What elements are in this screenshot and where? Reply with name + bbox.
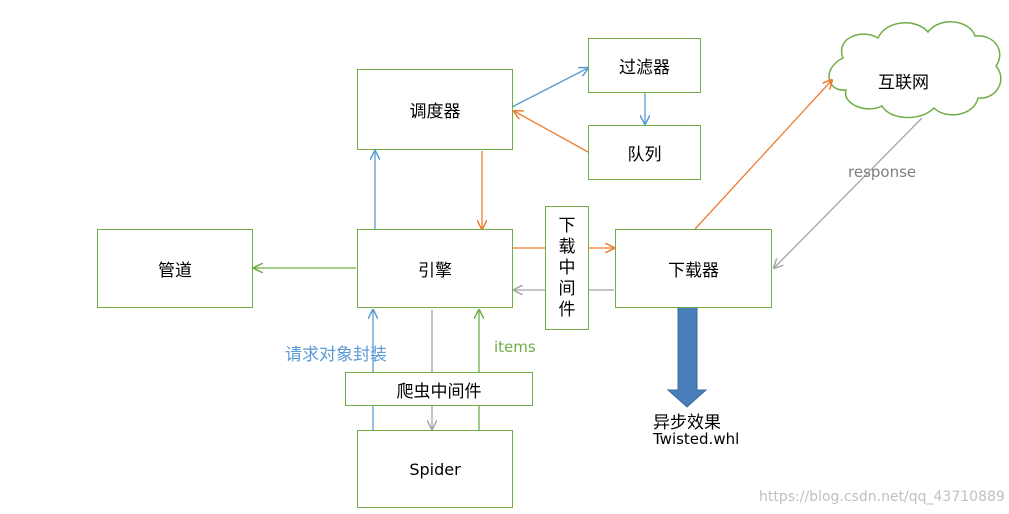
response-label: response <box>848 163 917 181</box>
items-label: items <box>494 338 536 356</box>
downloader-middleware-char: 下 <box>558 215 576 236</box>
internet-label: 互联网 <box>878 73 929 93</box>
scheduler-box: 调度器 <box>357 69 513 150</box>
queue-label: 队列 <box>627 145 662 165</box>
pipeline-label: 管道 <box>158 261 192 281</box>
filter-box: 过滤器 <box>588 38 701 93</box>
downloader-middleware-char: 间 <box>558 278 576 299</box>
async-block-arrow <box>666 306 708 408</box>
downloader-to-internet-arrow <box>694 80 832 230</box>
downloader-middleware-char: 中 <box>558 257 576 278</box>
internet-response-arrow <box>774 117 923 268</box>
spider-middleware-label: 爬虫中间件 <box>396 381 482 402</box>
downloader-label: 下载器 <box>668 261 719 281</box>
queue-to-scheduler-arrow <box>514 111 589 153</box>
downloader-middleware-char: 载 <box>558 236 576 257</box>
watermark: https://blog.csdn.net/qq_43710889 <box>759 489 1005 505</box>
downloader-middleware-char: 件 <box>558 299 576 320</box>
filter-label: 过滤器 <box>619 58 670 78</box>
scheduler-label: 调度器 <box>409 102 461 122</box>
request-wrap-label: 请求对象封装 <box>285 345 387 365</box>
spider-box: Spider <box>357 430 513 508</box>
scheduler-to-filter-arrow <box>511 68 588 108</box>
queue-box: 队列 <box>588 125 701 180</box>
twisted-label: Twisted.whl <box>653 430 740 448</box>
pipeline-box: 管道 <box>97 229 253 308</box>
engine-box: 引擎 <box>357 229 513 308</box>
downloader-middleware-box: 下 载 中 间 件 <box>545 206 589 330</box>
downloader-box: 下载器 <box>615 229 772 308</box>
engine-label: 引擎 <box>418 261 452 281</box>
spider-label: Spider <box>409 459 461 479</box>
spider-middleware-box: 爬虫中间件 <box>345 372 533 406</box>
async-effect-label: 异步效果 <box>653 413 721 433</box>
internet-cloud-shape <box>828 21 1002 119</box>
